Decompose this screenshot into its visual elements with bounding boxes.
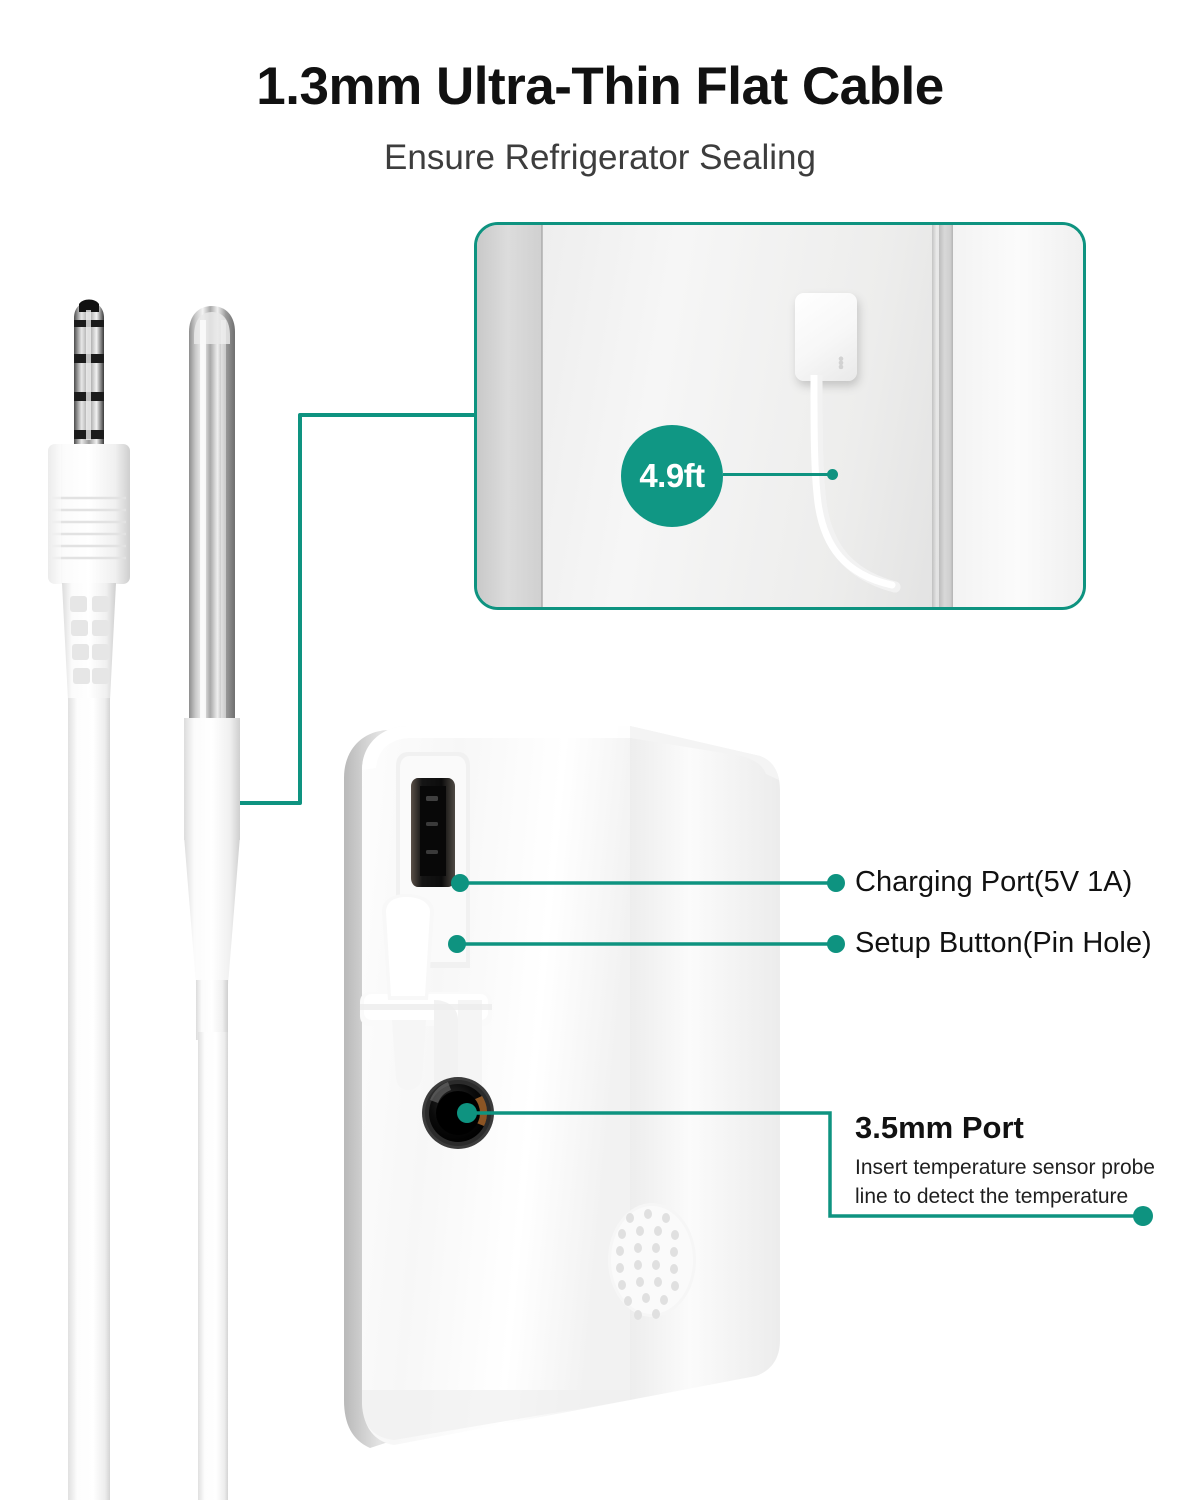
plug-flat-cable: [68, 698, 110, 1500]
refrigerator-inset-photo: 4.9ft: [474, 222, 1086, 610]
plug-metal-pin: [74, 299, 104, 445]
fridge-door-seam: [932, 225, 936, 607]
callout-label-charging-port: Charging Port(5V 1A): [855, 866, 1133, 898]
charging-port: [411, 778, 455, 887]
callout-title-audio-port: 3.5mm Port: [855, 1110, 1024, 1145]
fridge-side-panel: [477, 225, 545, 607]
badge-leader-line: [723, 473, 833, 476]
temperature-probe: [184, 306, 240, 1040]
page-title: 1.3mm Ultra-Thin Flat Cable: [256, 57, 944, 116]
fridge-hinge-line: [541, 225, 544, 607]
probe-and-plug-assembly: [48, 299, 240, 1500]
callout-desc-audio-port-line2: line to detect the temperature: [855, 1185, 1129, 1208]
plug-barrel: [48, 444, 130, 584]
speaker-grille: [608, 1203, 696, 1320]
hanging-clip: [360, 894, 492, 1090]
fridge-door-gap: [939, 225, 955, 607]
cable-length-value: 4.9ft: [639, 457, 705, 494]
flat-cable-run: [810, 375, 901, 593]
mounted-sensor-device: [795, 293, 857, 381]
sensor-grille-icon: [834, 354, 848, 371]
cable-length-badge: 4.9ft: [621, 425, 723, 527]
page-subtitle: Ensure Refrigerator Sealing: [384, 138, 816, 177]
sensor-hub-device: [344, 726, 780, 1448]
fridge-adjacent-door: [953, 225, 1083, 607]
probe-flat-cable: [198, 1032, 228, 1500]
plug-strain-relief: [62, 583, 116, 700]
audio-jack-port: [422, 1077, 494, 1149]
badge-leader-dot: [827, 469, 838, 480]
fridge-door-panel: [543, 225, 943, 607]
callout-desc-audio-port-line1: Insert temperature sensor probe: [855, 1156, 1155, 1179]
callout-label-setup-button: Setup Button(Pin Hole): [855, 927, 1152, 959]
